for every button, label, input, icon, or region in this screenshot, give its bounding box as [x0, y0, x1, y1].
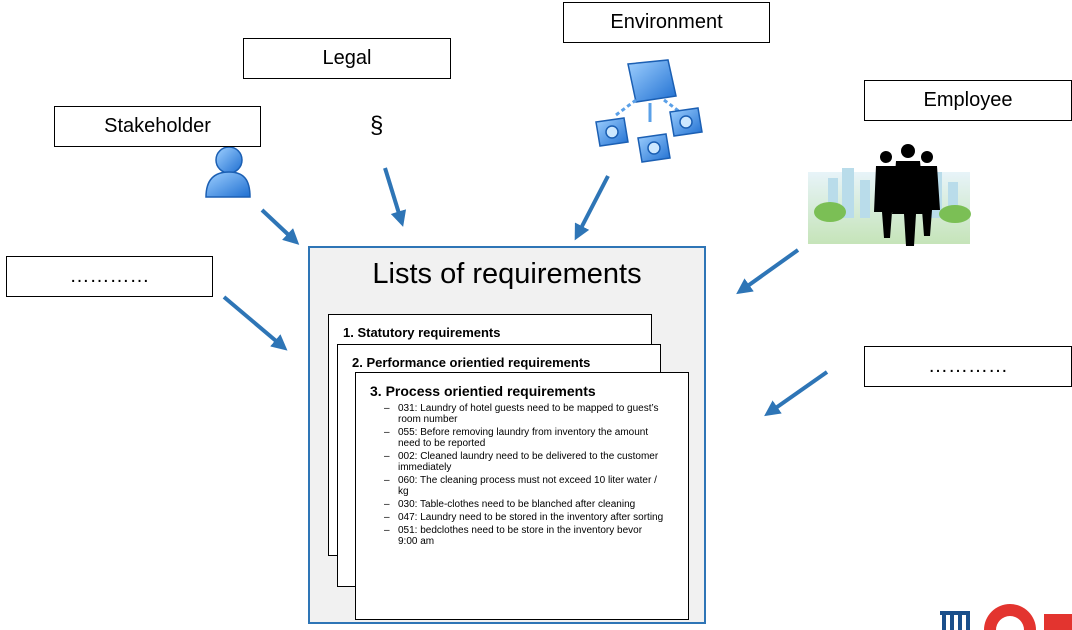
business-people-icon [808, 144, 971, 246]
stakeholder-label: Stakeholder [54, 106, 261, 147]
employee-label: Employee [864, 80, 1072, 121]
arrow-employee [736, 248, 800, 295]
list-item: 047: Laundry need to be stored in the in… [384, 512, 664, 523]
process-requirements-list: 031: Laundry of hotel guests need to be … [384, 403, 664, 549]
sheet-process: 3. Process orientied requirements 031: L… [355, 372, 689, 620]
university-logo [940, 604, 1072, 630]
right-placeholder-label: ………… [864, 346, 1072, 387]
arrow-right-placeholder [764, 370, 829, 417]
arrows [222, 167, 829, 417]
sheet-title: 2. Performance orientied requirements [352, 355, 591, 370]
sheet-title: 3. Process orientied requirements [370, 383, 596, 399]
list-item: 031: Laundry of hotel guests need to be … [384, 403, 664, 425]
arrow-stakeholder [260, 208, 300, 245]
list-item: 055: Before removing laundry from invent… [384, 427, 664, 449]
requirements-title: Lists of requirements [372, 258, 642, 290]
environment-label: Environment [563, 2, 770, 43]
left-placeholder-label: ………… [6, 256, 213, 297]
legal-section-symbol: § [370, 112, 384, 139]
requirements-frame: Lists of requirements 1. Statutory requi… [308, 246, 706, 624]
person-icon [205, 146, 251, 198]
arrow-legal [383, 167, 407, 227]
arrow-left-placeholder [222, 295, 288, 351]
network-icon [595, 59, 703, 163]
sheet-title: 1. Statutory requirements [343, 325, 501, 340]
arrow-environment [574, 175, 610, 241]
list-item: 002: Cleaned laundry need to be delivere… [384, 451, 664, 473]
legal-label: Legal [243, 38, 451, 79]
list-item: 030: Table-clothes need to be blanched a… [384, 499, 664, 510]
list-item: 051: bedclothes need to be store in the … [384, 525, 664, 547]
list-item: 060: The cleaning process must not excee… [384, 475, 664, 497]
